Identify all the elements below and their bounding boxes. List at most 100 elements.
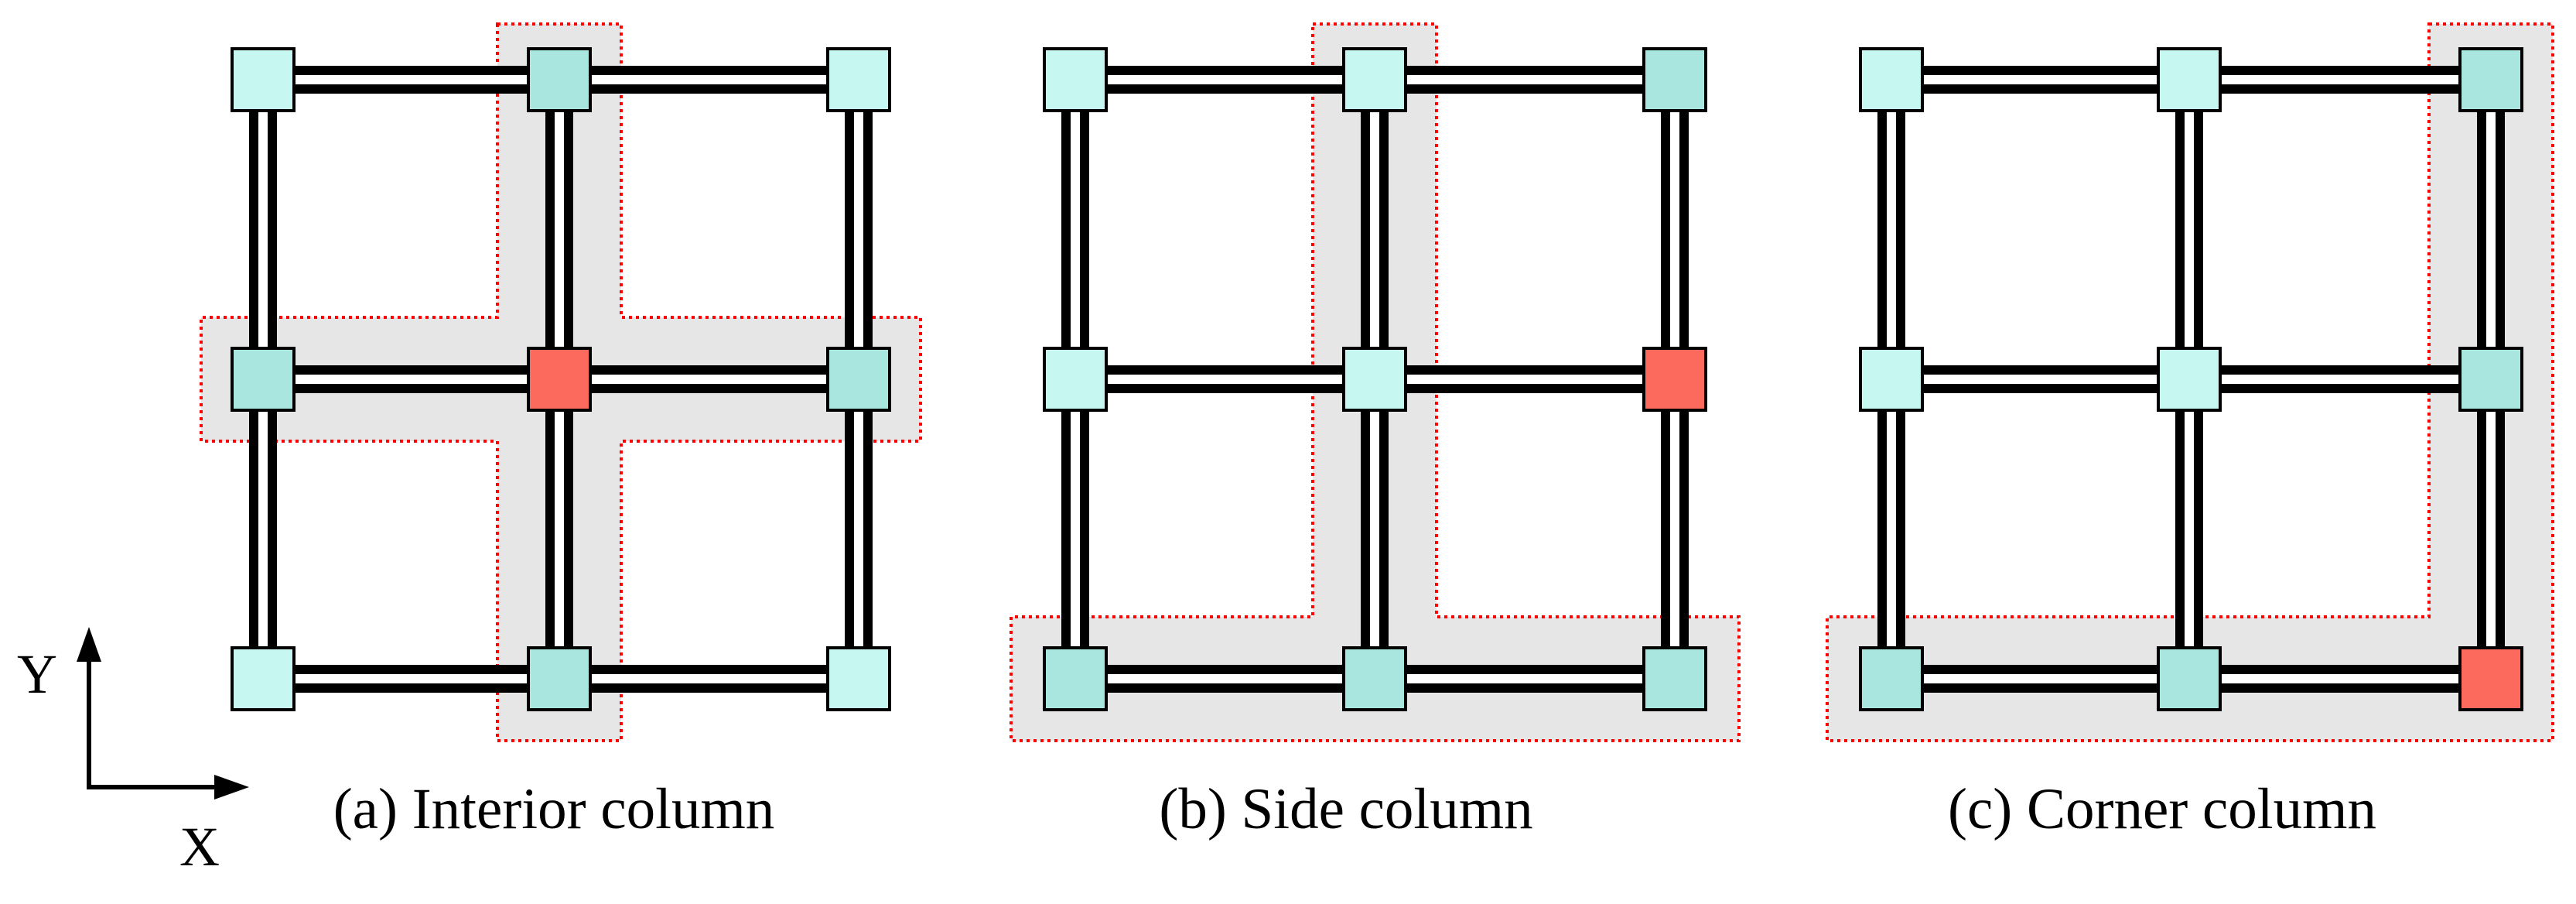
y-arrowhead-icon	[77, 627, 101, 662]
beam-core	[2185, 80, 2194, 379]
panel-side-column	[1010, 22, 1741, 742]
beam	[559, 66, 859, 94]
beam	[1375, 365, 1675, 393]
x-axis-label: X	[179, 816, 220, 878]
affected-column	[826, 347, 891, 412]
beam	[2175, 80, 2203, 379]
beam	[263, 665, 559, 693]
axis-indicator: Y X	[17, 627, 249, 878]
beam-core	[2486, 379, 2496, 679]
removed-column	[527, 347, 592, 412]
column	[231, 47, 296, 112]
beam-core	[555, 80, 564, 379]
beam-core	[1370, 80, 1379, 379]
beam-core	[1375, 375, 1675, 384]
caption-interior-column: (a) Interior column	[333, 777, 775, 841]
beam-core	[2185, 379, 2194, 679]
beam-core	[559, 674, 859, 683]
beam-core	[1075, 375, 1375, 384]
beam	[2477, 379, 2505, 679]
beam	[559, 665, 859, 693]
affected-column	[1642, 47, 1707, 112]
affected-column	[527, 646, 592, 711]
beam	[1075, 66, 1375, 94]
affected-column	[231, 347, 296, 412]
beam	[1361, 379, 1389, 679]
affected-column	[527, 47, 592, 112]
affected-column	[1859, 646, 1924, 711]
beam	[1661, 80, 1689, 379]
beam	[1891, 66, 2189, 94]
beam	[1877, 379, 1905, 679]
beam-core	[2189, 375, 2491, 384]
beam-core	[1071, 80, 1080, 379]
beam-core	[1075, 674, 1375, 683]
beam	[2189, 66, 2491, 94]
beam-core	[559, 75, 859, 84]
beam-core	[2486, 80, 2496, 379]
affected-column	[2458, 47, 2523, 112]
column	[826, 646, 891, 711]
removed-column	[2458, 646, 2523, 711]
beam-core	[1375, 75, 1675, 84]
beam	[2189, 665, 2491, 693]
affected-column	[1342, 646, 1407, 711]
beam-core	[1891, 75, 2189, 84]
panel-corner-column	[1826, 22, 2554, 742]
beam-core	[854, 80, 863, 379]
affected-column	[2157, 646, 2222, 711]
beam	[1061, 379, 1089, 679]
beam-core	[1370, 379, 1379, 679]
column	[1342, 347, 1407, 412]
beam-core	[559, 375, 859, 384]
beam-core	[263, 674, 559, 683]
beam	[1891, 665, 2189, 693]
beam	[2477, 80, 2505, 379]
beam-core	[1891, 375, 2189, 384]
beam	[1375, 665, 1675, 693]
beam-core	[258, 80, 268, 379]
beam-core	[258, 379, 268, 679]
beam	[545, 80, 573, 379]
beam	[845, 80, 873, 379]
column	[1859, 347, 1924, 412]
beam-core	[1075, 75, 1375, 84]
beam-core	[263, 375, 559, 384]
beam-core	[555, 379, 564, 679]
beam	[1877, 80, 1905, 379]
column	[1859, 47, 1924, 112]
beam	[545, 379, 573, 679]
beam	[249, 379, 277, 679]
beam	[263, 66, 559, 94]
removed-column	[1642, 347, 1707, 412]
affected-column	[1642, 646, 1707, 711]
beam-core	[1887, 379, 1896, 679]
beam-core	[854, 379, 863, 679]
column	[1342, 47, 1407, 112]
beam	[249, 80, 277, 379]
beam	[845, 379, 873, 679]
beam	[1375, 66, 1675, 94]
column	[2157, 47, 2222, 112]
beam	[1891, 365, 2189, 393]
beam-core	[1887, 80, 1896, 379]
beam-core	[1670, 379, 1679, 679]
column	[231, 646, 296, 711]
beam-core	[1071, 379, 1080, 679]
affected-column	[1043, 646, 1108, 711]
beam-core	[1375, 674, 1675, 683]
beam-core	[2189, 674, 2491, 683]
beam	[2175, 379, 2203, 679]
y-axis-label: Y	[17, 643, 57, 705]
beam	[1661, 379, 1689, 679]
beam-core	[263, 75, 559, 84]
affected-column	[2458, 347, 2523, 412]
beam	[559, 365, 859, 393]
beam	[1075, 365, 1375, 393]
column	[2157, 347, 2222, 412]
beam-core	[2189, 75, 2491, 84]
panel-interior-column	[200, 22, 922, 742]
column	[1043, 47, 1108, 112]
beam	[1361, 80, 1389, 379]
